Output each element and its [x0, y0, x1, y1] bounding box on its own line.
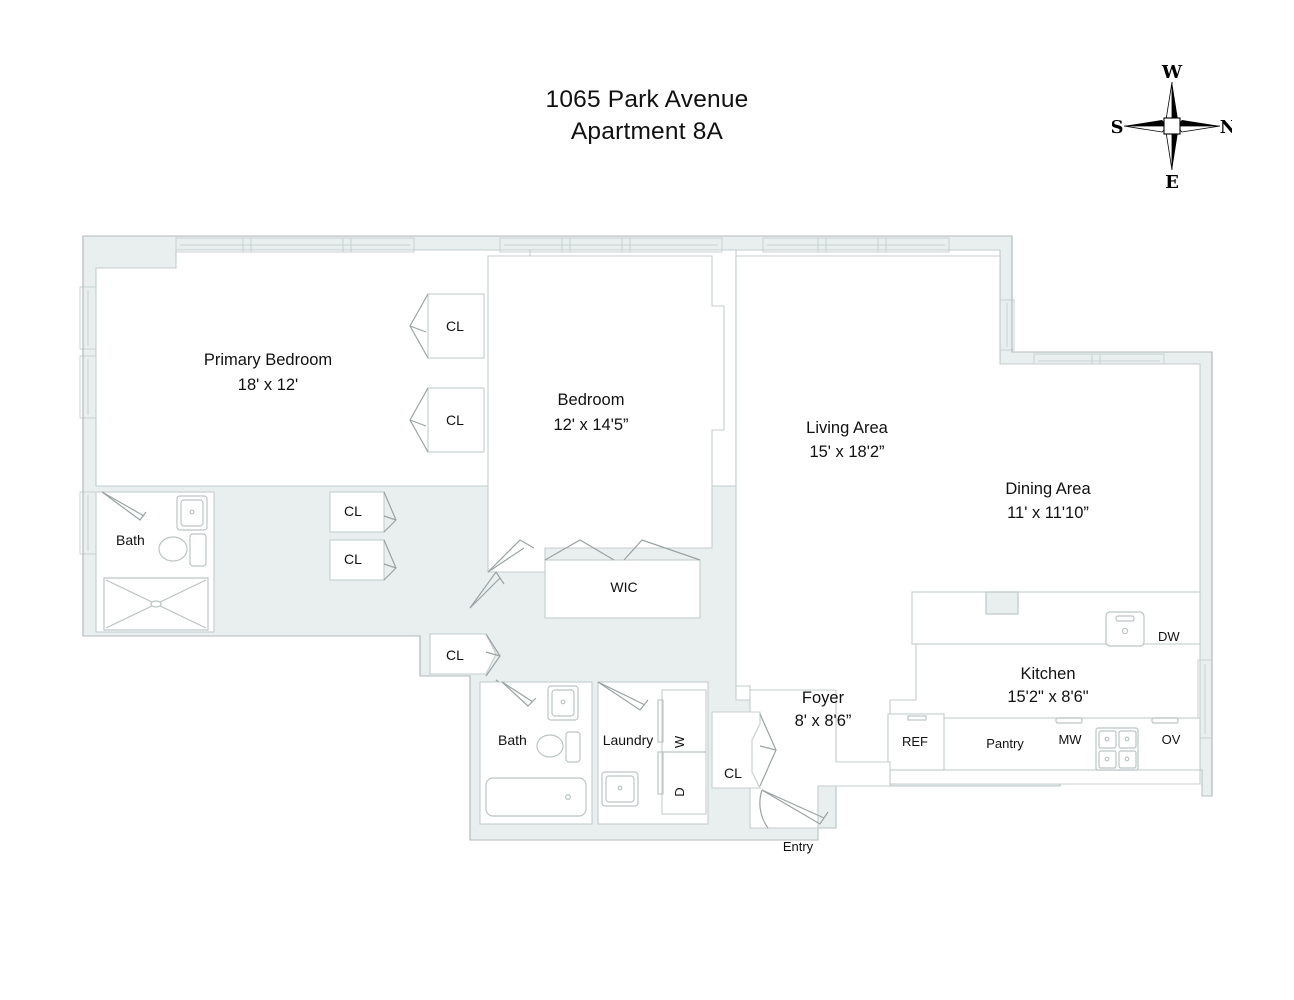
toilet-fixture	[158, 533, 207, 567]
appliance-label-dw: DW	[1158, 629, 1180, 644]
room-foyer: Foyer 8' x 8'6”	[749, 689, 891, 829]
appliance-label-ov: OV	[1162, 732, 1181, 747]
compass-label-bottom: E	[1165, 172, 1179, 192]
closet-label: CL	[446, 412, 464, 428]
closet-label: CL	[724, 765, 742, 781]
bathtub-fixture	[485, 777, 587, 817]
cooktop-fixture	[1095, 727, 1139, 771]
windows-north	[175, 237, 1213, 739]
room-primary-bedroom: Primary Bedroom 18' x 12'	[95, 249, 531, 487]
closet-label: CL	[344, 551, 362, 567]
dishwasher-fixture	[1105, 611, 1145, 647]
room-label-foyer: Foyer	[802, 689, 845, 707]
room-living-area: Living Area 15' x 18'2” Dining Area 11' …	[735, 255, 1201, 763]
room-laundry: Laundry W D	[597, 681, 709, 825]
closet-label: CL	[446, 647, 464, 663]
room-dim-bedroom: 12' x 14'5”	[553, 416, 628, 434]
appliance-label-dryer: D	[672, 787, 687, 796]
laundry-sink-fixture	[601, 771, 639, 807]
room-label-second-bath: Bath	[498, 732, 527, 748]
room-dim-living-area: 15' x 18'2”	[809, 443, 884, 461]
room-label-dining-area: Dining Area	[1005, 480, 1091, 498]
refrigerator-fixture	[887, 713, 945, 771]
room-label-kitchen: Kitchen	[1020, 665, 1075, 683]
appliance-label-washer: W	[672, 735, 687, 748]
closet-primary-1: CL	[409, 293, 485, 359]
compass-rose: W N E S	[1112, 62, 1232, 192]
room-kitchen: DW Kitchen 15'2" x 8'6" REF Pantry MW	[887, 591, 1201, 771]
entry-label: Entry	[783, 839, 814, 854]
room-label-bedroom: Bedroom	[558, 391, 625, 409]
appliance-label-pantry: Pantry	[986, 736, 1024, 751]
room-dim-primary-bedroom: 18' x 12'	[238, 376, 298, 394]
compass-label-left: S	[1112, 117, 1124, 138]
entry-door: Entry	[759, 789, 829, 854]
compass-label-right: N	[1220, 117, 1232, 138]
closet-label: CL	[446, 318, 464, 334]
room-second-bath: Bath	[479, 681, 593, 825]
room-bedroom: Bedroom 12' x 14'5”	[487, 255, 725, 573]
room-primary-bath: Bath	[95, 491, 215, 633]
wall-outline	[82, 235, 1213, 841]
shower-fixture	[103, 577, 209, 631]
sink-fixture	[176, 495, 208, 531]
room-label-laundry: Laundry	[603, 732, 654, 748]
room-wic: WIC	[544, 539, 701, 619]
sink-fixture	[547, 685, 579, 721]
door-bedroom	[487, 539, 535, 573]
closet-hall-2: CL	[329, 539, 397, 581]
closet-hall-3: CL	[429, 633, 501, 677]
toilet-fixture	[536, 731, 581, 763]
closet-foyer: CL	[711, 711, 777, 789]
closet-hall-1: CL	[329, 491, 397, 533]
room-label-primary-bath: Bath	[116, 532, 145, 548]
room-label-living-area: Living Area	[806, 419, 888, 437]
closet-primary-2: CL	[409, 387, 485, 453]
room-dim-kitchen: 15'2" x 8'6"	[1007, 688, 1088, 706]
room-label-primary-bedroom: Primary Bedroom	[204, 351, 332, 369]
appliance-label-ref: REF	[902, 734, 928, 749]
room-dim-dining-area: 11' x 11'10”	[1007, 504, 1089, 522]
compass-label-top: W	[1161, 62, 1183, 83]
appliance-label-mw: MW	[1058, 732, 1082, 747]
closet-label: CL	[344, 503, 362, 519]
room-label-wic: WIC	[610, 579, 637, 595]
room-dim-foyer: 8' x 8'6”	[795, 712, 852, 730]
